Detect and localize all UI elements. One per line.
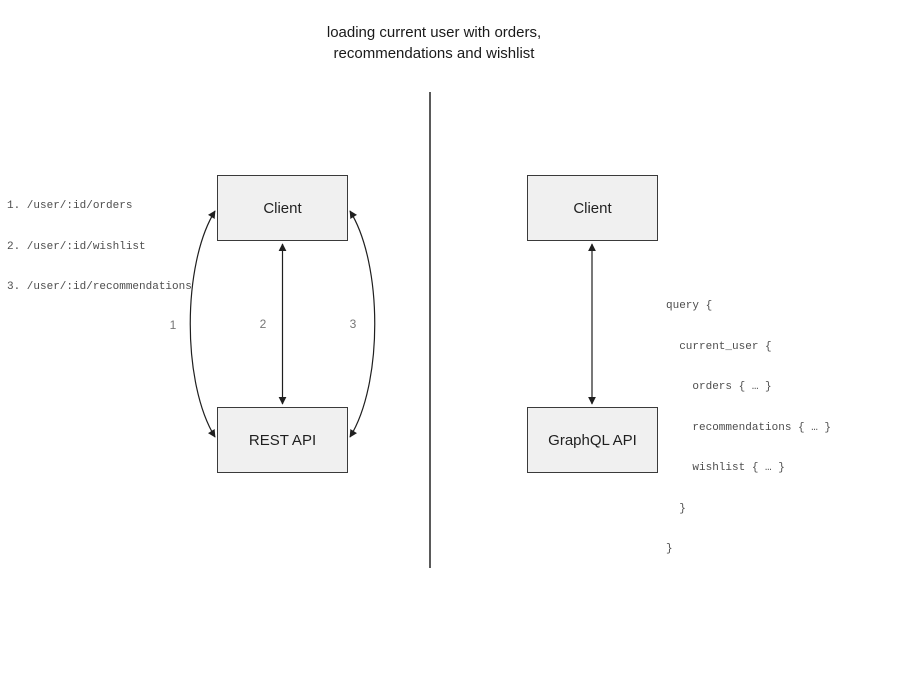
query-line-wishlist: wishlist { … }	[666, 462, 785, 474]
endpoint-item-recommendations: 3. /user/:id/recommendations	[7, 281, 192, 293]
query-line-orders: orders { … }	[666, 381, 772, 393]
endpoint-item-orders: 1. /user/:id/orders	[7, 200, 133, 212]
query-line-close-outer: }	[666, 543, 673, 555]
rest-api-node: REST API	[217, 407, 348, 473]
query-line-current-user: current_user {	[666, 340, 772, 353]
query-line-open: query {	[666, 300, 713, 312]
rest-client-label: Client	[263, 199, 302, 217]
rest-arrow-1-curve	[189, 210, 216, 438]
rest-arrow-label-2: 2	[259, 317, 267, 331]
title-line-2: recommendations and wishlist	[333, 45, 535, 62]
rest-arrow-label-3: 3	[349, 317, 357, 331]
endpoint-item-wishlist: 2. /user/:id/wishlist	[7, 240, 146, 253]
query-line-recommendations: recommendations { … }	[666, 421, 832, 434]
rest-arrow-label-1: 1	[169, 318, 177, 332]
graphql-query-snippet: query { current_user { orders { … } reco…	[666, 273, 831, 584]
rest-api-label: REST API	[248, 431, 317, 449]
query-line-close-inner: }	[666, 502, 686, 515]
diagram-title: loading current user with orders, recomm…	[327, 22, 541, 64]
rest-endpoint-list: 1. /user/:id/orders 2. /user/:id/wishlis…	[7, 173, 192, 322]
rest-client-node: Client	[217, 175, 348, 241]
title-line-1: loading current user with orders,	[326, 24, 542, 41]
graphql-api-label: GraphQL API	[548, 431, 637, 449]
graphql-api-node: GraphQL API	[527, 407, 658, 473]
graphql-client-label: Client	[573, 199, 612, 217]
graphql-client-node: Client	[527, 175, 658, 241]
vertical-divider	[429, 92, 431, 568]
